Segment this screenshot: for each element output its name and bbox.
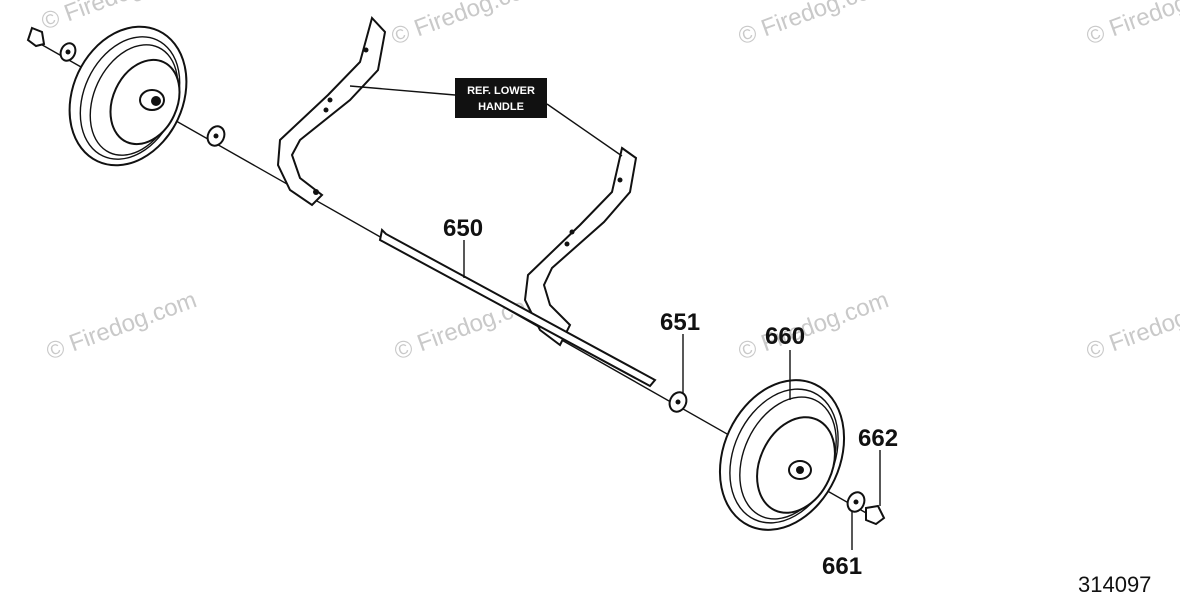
right-washer-inner <box>668 391 688 413</box>
callout-661: 661 <box>822 553 862 580</box>
drawing-number: 314097 <box>1078 572 1151 597</box>
left-wheel <box>68 25 188 167</box>
lower-handle-right <box>523 146 638 347</box>
left-washer-inner <box>206 125 226 147</box>
watermark: © Firedog.com <box>735 0 892 51</box>
left-e-clip <box>26 26 46 48</box>
right-wheel <box>718 379 846 531</box>
axle <box>378 227 657 388</box>
leader-lines <box>463 240 881 550</box>
reference-label-line1: REF. LOWER <box>467 85 535 97</box>
left-washer-outer <box>59 42 77 62</box>
callout-651: 651 <box>660 309 700 336</box>
reference-label-line2: HANDLE <box>478 101 524 113</box>
watermark: © Firedog.com <box>388 0 545 51</box>
watermark: © Firedog.com <box>735 286 892 365</box>
callout-660: 660 <box>765 323 805 350</box>
right-washer-outer <box>846 491 866 513</box>
watermark: © Firedog.com <box>1083 0 1180 51</box>
watermark: © Firedog.com <box>43 286 200 365</box>
callouts: 650 651 660 662 661 <box>443 215 898 580</box>
watermark: © Firedog.com <box>38 0 195 36</box>
watermarks: © Firedog.com © Firedog.com © Firedog.co… <box>38 0 1180 366</box>
lower-handle-left <box>276 16 387 207</box>
callout-650: 650 <box>443 215 483 242</box>
watermark: © Firedog.com <box>1083 286 1180 365</box>
callout-662: 662 <box>858 425 898 452</box>
right-e-clip <box>865 504 886 526</box>
reference-label: REF. LOWER HANDLE <box>349 78 623 157</box>
